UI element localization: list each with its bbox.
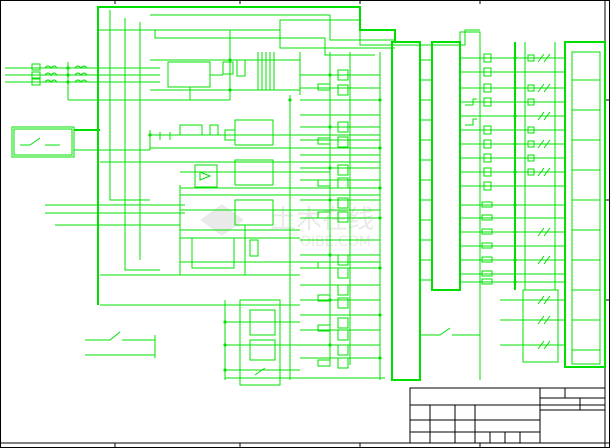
watermark-logo-icon: [200, 204, 244, 236]
top-bus-wiring: [97, 6, 480, 305]
top-control-block: [150, 30, 301, 100]
left-switch-box: [11, 126, 100, 158]
left-signal-lines: [45, 204, 185, 358]
title-block: [409, 387, 606, 444]
output-stage: [460, 41, 606, 368]
junction-dots: [66, 56, 517, 372]
relay-module: [100, 299, 385, 386]
watermark: 土木在线 OIBE.COM: [200, 204, 374, 250]
watermark-url: OIBE.COM: [300, 234, 371, 250]
central-bus-panels: [391, 31, 481, 381]
middle-control-blocks: [100, 119, 380, 276]
lower-right-indicators: [500, 289, 565, 363]
left-input-lines: [5, 62, 230, 101]
driver-stages: [289, 52, 381, 380]
